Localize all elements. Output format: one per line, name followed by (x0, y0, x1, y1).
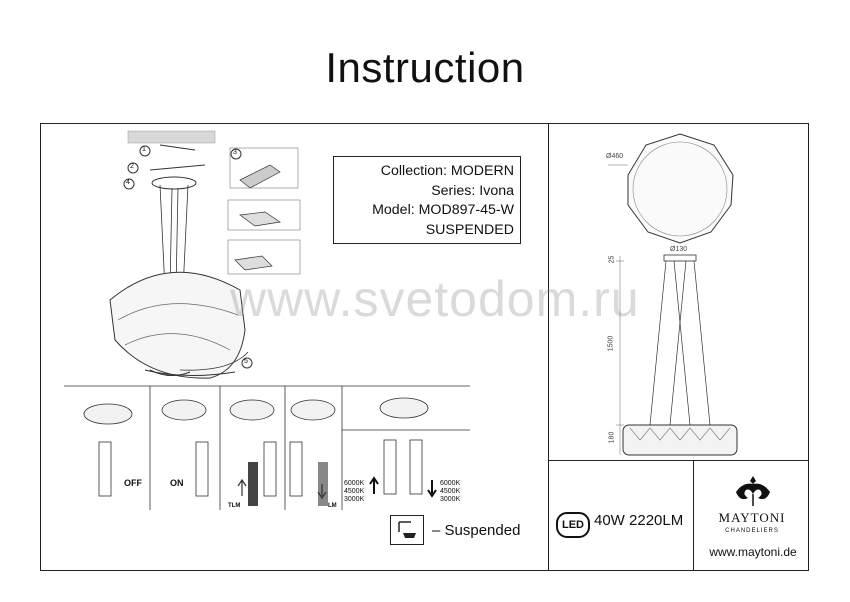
instruction-frame (40, 123, 809, 571)
divider-horizontal (548, 460, 809, 462)
website-link[interactable]: www.maytoni.de (709, 545, 797, 559)
brand-name: MAYTONI (718, 510, 786, 525)
product-info-box: Collection: MODERN Series: Ivona Model: … (333, 156, 521, 244)
suspended-icon (390, 515, 424, 545)
step-2-label: 2 (130, 163, 134, 170)
dim-diameter: Ø460 (606, 153, 624, 160)
switch-tlm-label: TLM (228, 503, 241, 509)
step-3-label: 3 (233, 149, 237, 156)
color-temps-left: 6000K 4500K 3000K (344, 480, 365, 503)
switch-on-label: ON (170, 478, 184, 488)
dim-height: 1500 (607, 335, 615, 352)
led-badge: LED (556, 512, 590, 538)
dim-canopy: Ø130 (670, 246, 688, 253)
suspended-label: – Suspended (432, 522, 521, 539)
step-5-label: 5 (244, 358, 248, 365)
maytoni-logo-icon (736, 476, 770, 506)
model-text: Model: MOD897-45-W (372, 202, 514, 218)
dim-body: 180 (608, 431, 616, 444)
step-1-label: 1 (142, 146, 146, 153)
divider-vertical (548, 123, 550, 571)
switch-lm-label: LM (328, 503, 337, 509)
watermark: www.svetodom.ru (230, 271, 640, 327)
series-text: Series: Ivona (431, 182, 514, 199)
type-text: SUSPENDED (425, 221, 514, 238)
divider-vertical-footer (693, 460, 695, 571)
power-spec: 40W 2220LM (594, 512, 684, 529)
dim-top: 25 (608, 255, 616, 264)
collection-text: Collection: MODERN (380, 163, 514, 179)
step-4-label: 4 (126, 179, 130, 186)
color-temps-right: 6000K 4500K 3000K (440, 480, 461, 503)
switch-off-label: OFF (124, 478, 142, 488)
brand-subtitle: CHANDELIERS (725, 528, 779, 534)
page-title: Instruction (325, 44, 525, 91)
